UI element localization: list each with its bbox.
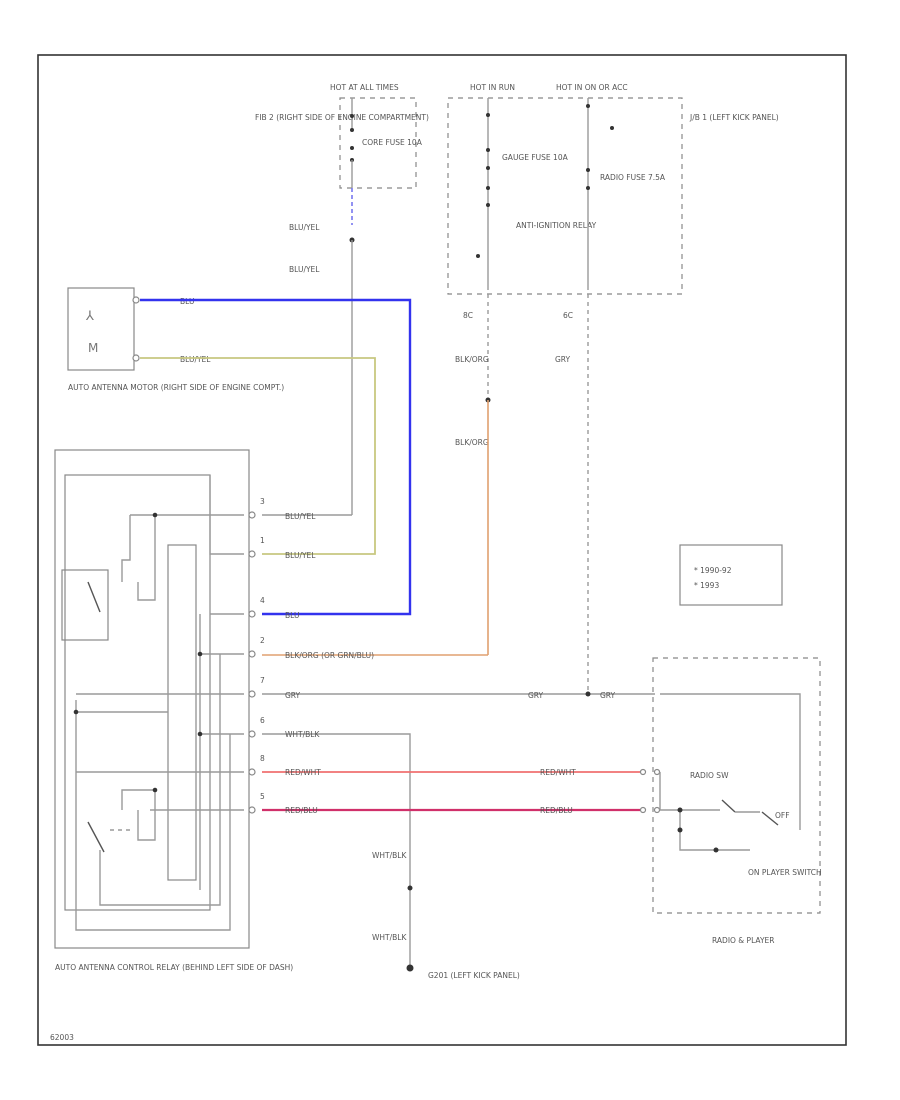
radio-player-group: RADIO SW OFF ON PLAYER SWITCH RADIO & PL… <box>639 657 822 945</box>
connector-6c-label: 6C <box>563 311 573 320</box>
control-relay-label: AUTO ANTENNA CONTROL RELAY (BEHIND LEFT … <box>55 963 293 972</box>
wire-label-pin3: BLU <box>285 611 299 620</box>
figure-id: 62003 <box>50 1033 74 1042</box>
ground-group: WHT/BLK WHT/BLK G201 (LEFT KICK PANEL) <box>372 851 520 980</box>
relay-pin-label: 8 <box>260 754 265 763</box>
wire-label-pin4: BLK/ORG (OR GRN/BLU) <box>285 651 374 660</box>
ground-label: G201 (LEFT KICK PANEL) <box>428 971 520 980</box>
wire-label-blu-yel-mid: BLU/YEL <box>289 265 320 274</box>
fuse-block-label: FIB 2 (RIGHT SIDE OF ENGINE COMPARTMENT) <box>255 113 429 122</box>
diagram-frame <box>37 54 847 1046</box>
relay-pin-label: 7 <box>260 676 265 685</box>
off-label: OFF <box>775 811 790 820</box>
wire-label-pin8: RED/BLU <box>285 806 318 815</box>
wire-label-gry-top: GRY <box>555 355 571 364</box>
relay-pin-label: 6 <box>260 716 265 725</box>
antenna-motor-group: ⅄ M AUTO ANTENNA MOTOR (RIGHT SIDE OF EN… <box>67 287 412 616</box>
player-switch-label: ON PLAYER SWITCH <box>748 868 822 877</box>
core-fuse-label: CORE FUSE 10A <box>362 138 423 147</box>
legend-line-2: * 1993 <box>694 581 719 590</box>
gauge-fuse-label: GAUGE FUSE 10A <box>502 153 569 162</box>
legend-line-1: * 1990-92 <box>694 566 732 575</box>
radio-player-label: RADIO & PLAYER <box>712 936 775 945</box>
relay-pin-label: 4 <box>260 596 265 605</box>
relay-upper-switch-box <box>61 569 109 641</box>
antenna-motor-m-symbol: M <box>88 341 98 355</box>
junction-block-dashed-border <box>447 97 683 295</box>
relay-label: ANTI-IGNITION RELAY <box>516 221 597 230</box>
relay-pin-label: 2 <box>260 636 265 645</box>
junction-block-group: HOT IN RUN HOT IN ON OR ACC J/B 1 (LEFT … <box>447 83 779 690</box>
fuse-box-dashed-border <box>339 97 417 189</box>
relay-coil-box <box>167 544 197 881</box>
wire-label-pin7: RED/WHT <box>285 768 321 777</box>
wire-label-blu-yel-top: BLU/YEL <box>289 223 320 232</box>
legend-group: * 1990-92 * 1993 <box>679 544 783 606</box>
relay-pin-label: 3 <box>260 497 265 506</box>
legend-box <box>679 544 783 606</box>
hot-acc-label: HOT IN ON OR ACC <box>556 83 628 92</box>
wire-label-blk-org-top: BLK/ORG <box>455 355 489 364</box>
wire-label-pin5: GRY <box>285 691 301 700</box>
wire-label-wht-blk-ground-2: WHT/BLK <box>372 933 407 942</box>
relay-pin-label: 5 <box>260 792 265 801</box>
wire-label-pin6: WHT/BLK <box>285 730 320 739</box>
hot-at-label: HOT AT ALL TIMES <box>330 83 399 92</box>
wire-label-blu-yel-motor: BLU/YEL <box>180 355 211 364</box>
antenna-motor-box <box>67 287 135 371</box>
wire-label-red-wht-right: RED/WHT <box>540 768 576 777</box>
wire-label-red-blu-right: RED/BLU <box>540 806 573 815</box>
wire-label-pin2: BLU/YEL <box>285 551 316 560</box>
wire-label-pin1: BLU/YEL <box>285 512 316 521</box>
control-relay-outer-box <box>54 449 250 949</box>
control-relay-group: 3 1 4 2 7 6 8 5 AUTO ANTENNA CONTROL REL… <box>54 449 293 972</box>
wire-label-wht-blk-ground-1: WHT/BLK <box>372 851 407 860</box>
radio-player-dashed-border <box>652 657 821 914</box>
relay-pins: 3 1 4 2 7 6 8 5 <box>248 497 265 814</box>
wire-label-gry-right: GRY <box>528 691 544 700</box>
motor-label: AUTO ANTENNA MOTOR (RIGHT SIDE OF ENGINE… <box>68 383 284 392</box>
control-relay-inner-box <box>64 474 211 911</box>
wire-label-gry-radio: GRY <box>600 691 616 700</box>
radio-fuse-label: RADIO FUSE 7.5A <box>600 173 666 182</box>
junction-block-label: J/B 1 (LEFT KICK PANEL) <box>689 113 779 122</box>
fuse-box-group: HOT AT ALL TIMES FIB 2 (RIGHT SIDE OF EN… <box>255 83 429 515</box>
relay-pin-label: 1 <box>260 536 265 545</box>
wire-label-blk-org-mid: BLK/ORG <box>455 438 489 447</box>
radio-sw-label: RADIO SW <box>690 771 729 780</box>
relay-wires: BLU/YEL BLU/YEL BLU BLK/ORG (OR GRN/BLU)… <box>262 512 655 965</box>
connector-8c-label: 8C <box>463 311 473 320</box>
wire-label-blu-motor: BLU <box>180 297 194 306</box>
hot-run-label: HOT IN RUN <box>470 83 515 92</box>
antenna-motor-symbol: ⅄ <box>85 309 94 324</box>
